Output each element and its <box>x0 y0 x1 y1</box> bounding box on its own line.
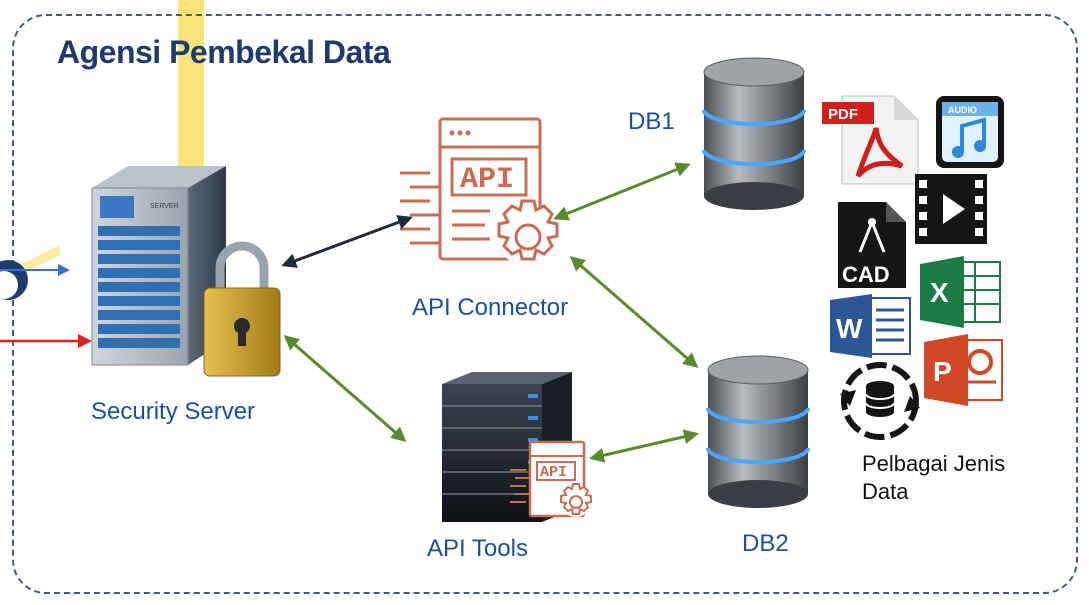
svg-text:CAD: CAD <box>842 262 890 287</box>
word-icon: W <box>830 294 911 358</box>
svg-text:PDF: PDF <box>828 106 858 123</box>
svg-text:P: P <box>933 356 952 387</box>
page-title: Agensi Pembekal Data <box>57 34 391 70</box>
api-connector-label: API Connector <box>412 294 569 321</box>
api-tools-icon: API <box>442 372 592 522</box>
database-sync-icon <box>840 362 920 440</box>
db1-icon <box>702 57 806 210</box>
audio-icon: AUDIO <box>936 96 1004 168</box>
data-types-label: Pelbagai Jenis Data <box>862 450 1005 506</box>
arrow-connector-to-db2 <box>569 256 699 368</box>
video-icon <box>915 174 987 244</box>
padlock-icon <box>203 241 281 377</box>
left-edge-connector <box>0 245 92 348</box>
agency-boundary <box>12 14 1078 594</box>
svg-text:W: W <box>836 313 863 344</box>
svg-text:AUDIO: AUDIO <box>948 105 977 115</box>
arrow-tools-to-db2 <box>589 429 699 463</box>
data-types-label-line1: Pelbagai Jenis <box>862 451 1006 476</box>
db2-icon <box>706 355 810 508</box>
security-server-label: Security Server <box>91 398 256 425</box>
api-tools-label: API Tools <box>427 535 528 562</box>
db1-label: DB1 <box>628 108 675 135</box>
pdf-icon: PDF <box>822 95 919 185</box>
svg-text:API: API <box>460 163 514 197</box>
cad-icon: CAD <box>838 202 906 288</box>
security-server-icon: SERVER <box>91 166 281 377</box>
svg-text:API: API <box>540 464 567 481</box>
api-tools-api-icon: API <box>510 440 592 518</box>
db2-label: DB2 <box>742 530 789 557</box>
api-connector-icon: API <box>400 117 559 267</box>
arrow-security-to-connector <box>281 215 413 268</box>
excel-icon: X <box>920 256 1001 328</box>
svg-text:X: X <box>930 277 949 308</box>
arrow-security-to-tools <box>283 335 407 442</box>
arrow-connector-to-db1 <box>553 162 691 221</box>
powerpoint-icon: P <box>924 334 1003 406</box>
svg-text:SERVER: SERVER <box>150 203 179 210</box>
data-types-label-line2: Data <box>862 479 909 504</box>
yellow-highlight-bar <box>178 0 204 168</box>
